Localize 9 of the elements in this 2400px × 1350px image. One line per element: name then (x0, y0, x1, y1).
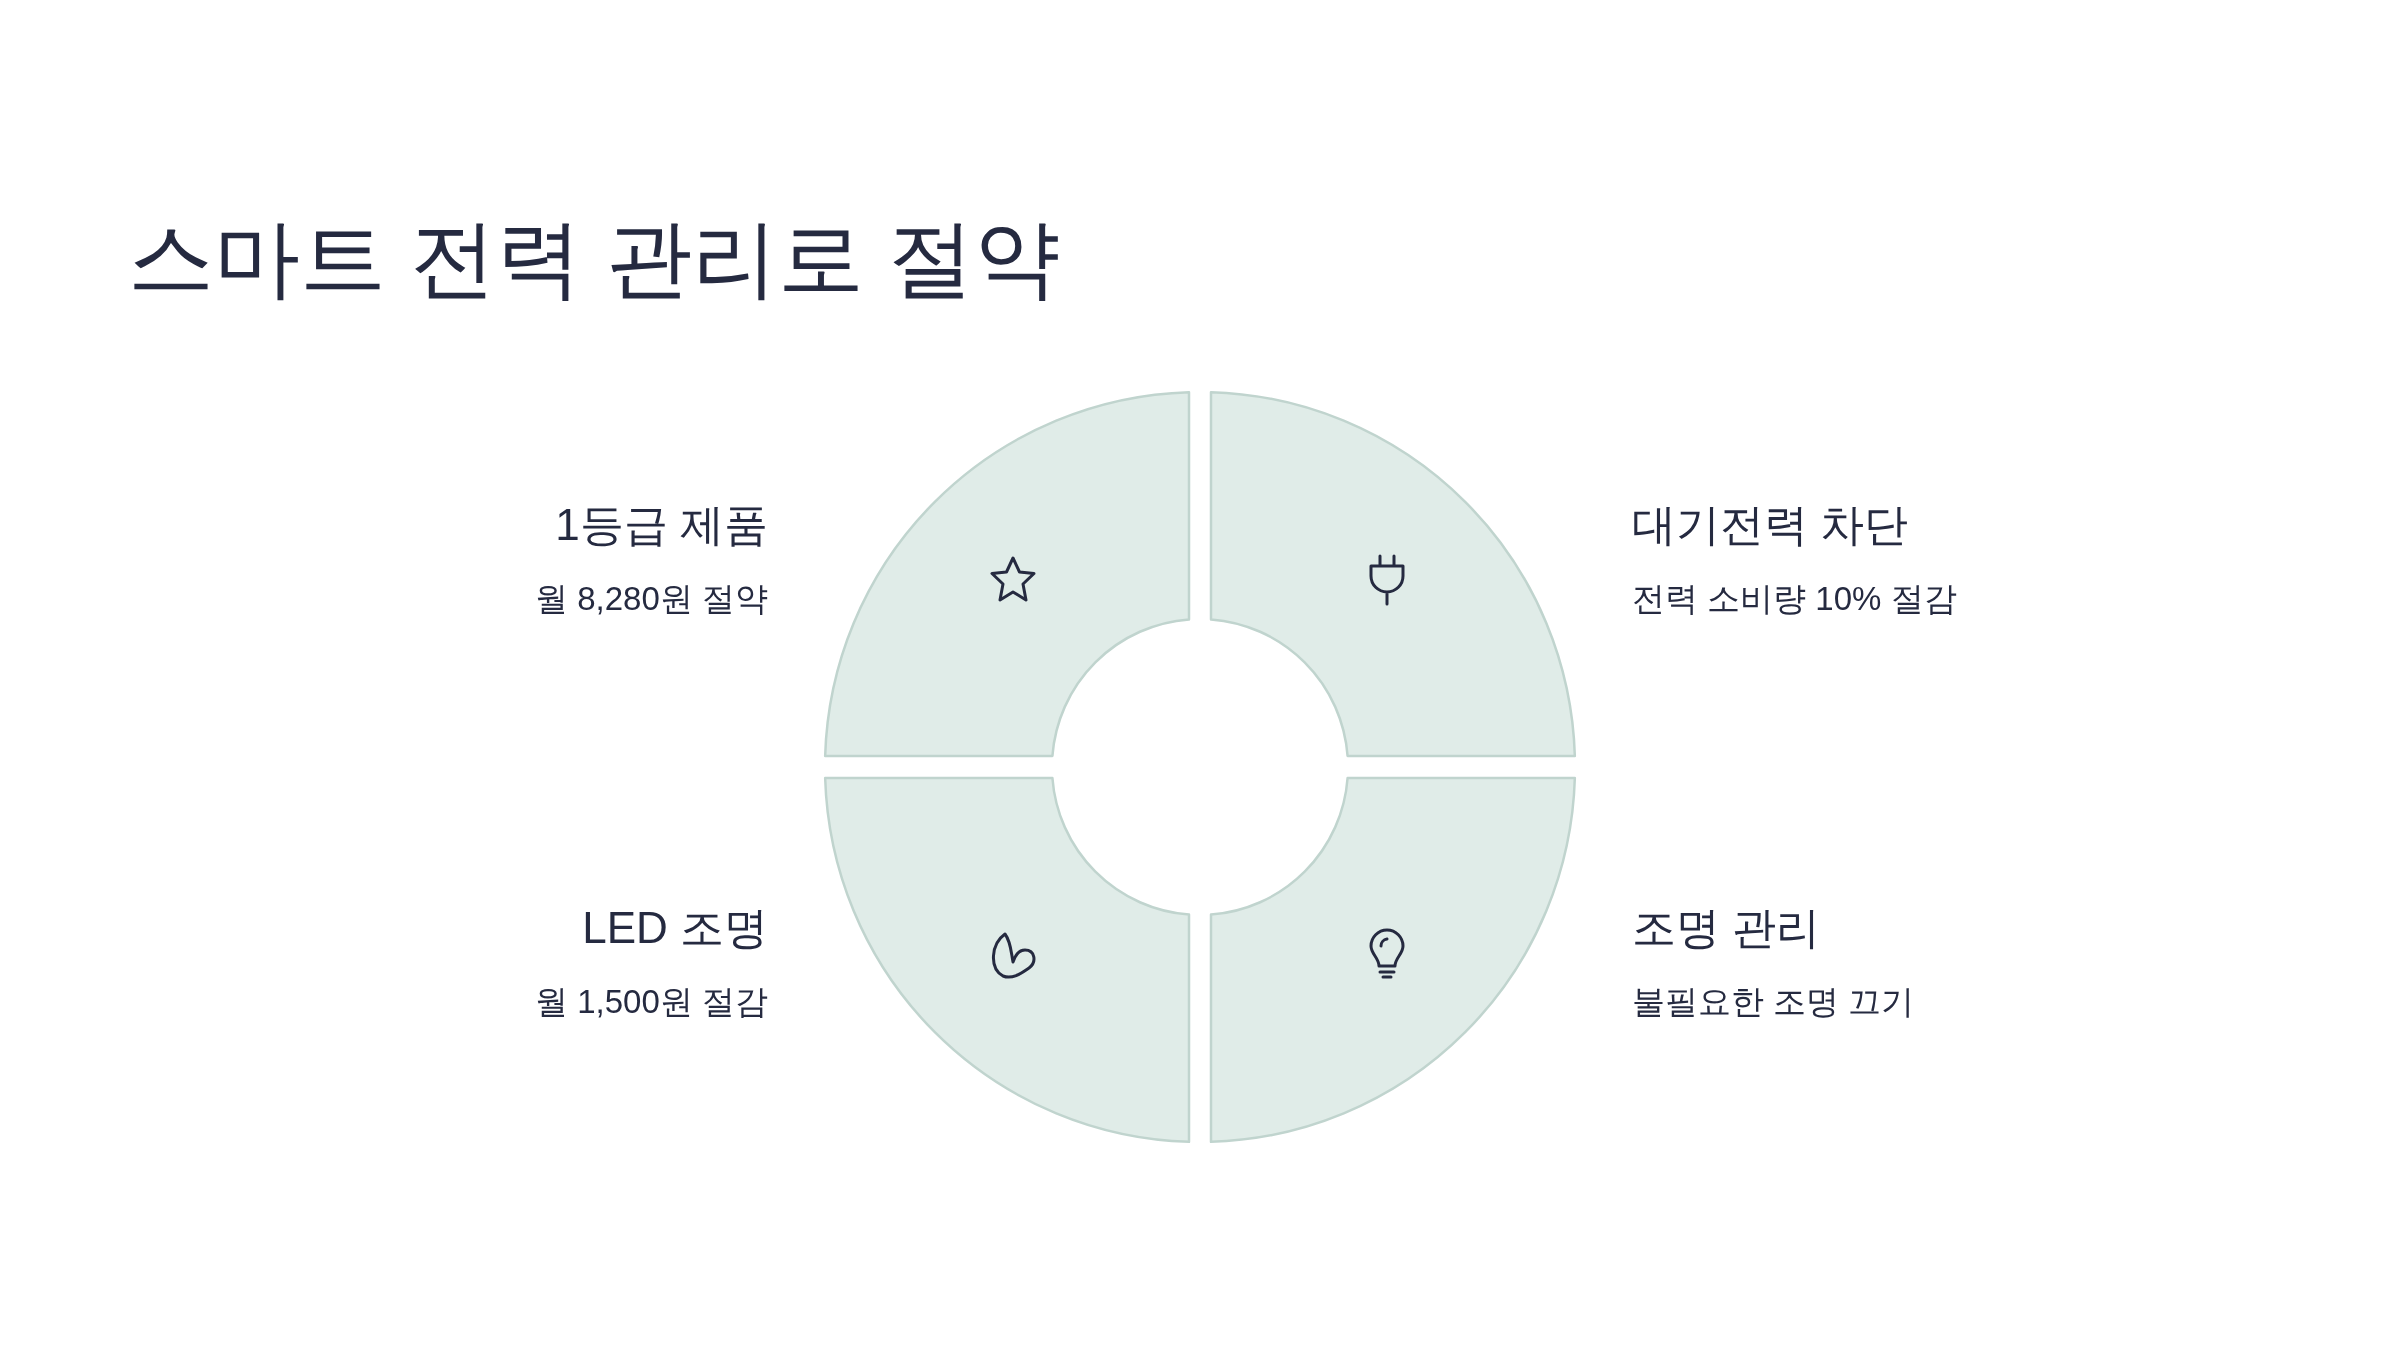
segment-heading: 대기전력 차단 (1632, 503, 1909, 547)
segment-description: 전력 소비량 10% 절감 (1632, 582, 1957, 615)
segment-description: 불필요한 조명 끄기 (1632, 985, 1915, 1018)
segment-heading: LED 조명 (582, 906, 768, 950)
title: 스마트 전력 관리로 절약 (128, 215, 1060, 301)
segment-heading: 1등급 제품 (555, 503, 768, 547)
segment-heading: 조명 관리 (1632, 906, 1821, 950)
segment-description: 월 8,280원 절약 (535, 582, 768, 615)
segment-description: 월 1,500원 절감 (535, 985, 768, 1018)
